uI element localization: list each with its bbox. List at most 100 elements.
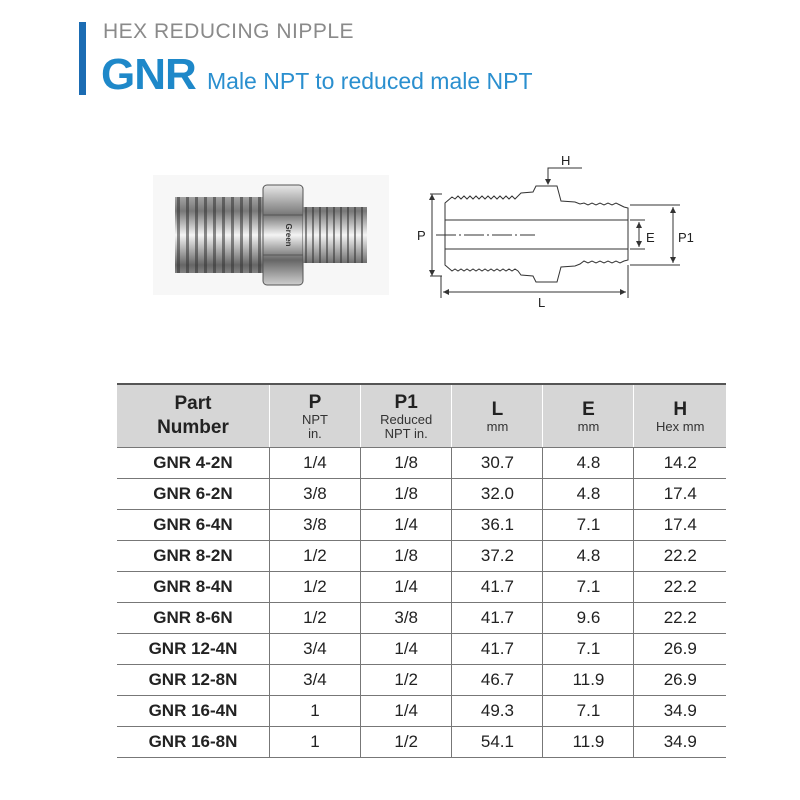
label-p: P xyxy=(417,228,426,243)
table-cell: 1/4 xyxy=(359,633,452,665)
table-cell: 34.9 xyxy=(633,726,726,758)
table-cell: 1/8 xyxy=(359,540,452,572)
table-cell: 4.8 xyxy=(542,540,634,572)
part-number-cell: GNR 4-2N xyxy=(117,447,270,479)
table-cell: 1/2 xyxy=(359,726,452,758)
table-cell: 1/2 xyxy=(268,571,361,603)
table-cell: 36.1 xyxy=(451,509,543,541)
table-cell: 22.2 xyxy=(633,602,726,634)
table-cell: 26.9 xyxy=(633,633,726,665)
part-number-cell: GNR 8-4N xyxy=(117,571,270,603)
column-header-unit: mm xyxy=(486,418,509,434)
table-cell: 30.7 xyxy=(451,447,543,479)
accent-bar xyxy=(79,22,86,95)
product-description: Male NPT to reduced male NPT xyxy=(207,68,533,94)
table-cell: 3/8 xyxy=(268,478,361,510)
column-header-unit: Hex mm xyxy=(656,418,705,434)
table-cell: 1/8 xyxy=(359,478,452,510)
part-number-cell: GNR 6-4N xyxy=(117,509,270,541)
table-cell: 9.6 xyxy=(542,602,634,634)
label-e: E xyxy=(646,230,655,245)
part-number-cell: GNR 16-4N xyxy=(117,695,270,727)
table-cell: 7.1 xyxy=(542,695,634,727)
part-number-cell: GNR 6-2N xyxy=(117,478,270,510)
table-cell: 54.1 xyxy=(451,726,543,758)
table-cell: 41.7 xyxy=(451,571,543,603)
label-p1: P1 xyxy=(678,230,694,245)
column-header-unit: Reduced NPT in. xyxy=(380,411,433,441)
table-cell: 11.9 xyxy=(542,664,634,696)
table-cell: 1/4 xyxy=(359,571,452,603)
column-header-unit: NPT in. xyxy=(301,411,328,441)
part-number-cell: GNR 8-6N xyxy=(117,602,270,634)
table-cell: 14.2 xyxy=(633,447,726,479)
table-cell: 3/8 xyxy=(359,602,452,634)
table-cell: 37.2 xyxy=(451,540,543,572)
table-cell: 1 xyxy=(268,726,361,758)
table-cell: 1/2 xyxy=(268,602,361,634)
column-header: Part Number xyxy=(117,383,270,448)
table-cell: 1 xyxy=(268,695,361,727)
column-header-unit: mm xyxy=(577,418,600,434)
table-cell: 22.2 xyxy=(633,540,726,572)
column-header-title: H xyxy=(673,398,688,420)
table-cell: 3/4 xyxy=(268,664,361,696)
product-category: HEX REDUCING NIPPLE xyxy=(103,20,355,43)
product-code: GNR xyxy=(101,50,197,99)
table-cell: 7.1 xyxy=(542,571,634,603)
table-cell: 1/2 xyxy=(359,664,452,696)
column-header-title: Part Number xyxy=(157,393,229,438)
part-number-cell: GNR 12-4N xyxy=(117,633,270,665)
table-cell: 1/4 xyxy=(359,509,452,541)
part-number-cell: GNR 16-8N xyxy=(117,726,270,758)
table-cell: 32.0 xyxy=(451,478,543,510)
table-cell: 41.7 xyxy=(451,633,543,665)
table-cell: 49.3 xyxy=(451,695,543,727)
table-cell: 3/4 xyxy=(268,633,361,665)
table-cell: 1/2 xyxy=(268,540,361,572)
table-cell: 41.7 xyxy=(451,602,543,634)
table-cell: 1/4 xyxy=(268,447,361,479)
label-l: L xyxy=(538,295,545,310)
table-cell: 22.2 xyxy=(633,571,726,603)
dimension-drawing: H P E P1 L xyxy=(417,153,694,310)
column-header-title: P xyxy=(308,391,322,413)
table-cell: 17.4 xyxy=(633,478,726,510)
product-photo: Green xyxy=(153,175,389,295)
svg-text:Green: Green xyxy=(284,223,293,246)
table-cell: 26.9 xyxy=(633,664,726,696)
table-cell: 1/4 xyxy=(359,695,452,727)
column-header-title: E xyxy=(582,398,595,420)
table-cell: 17.4 xyxy=(633,509,726,541)
part-number-cell: GNR 8-2N xyxy=(117,540,270,572)
column-header-title: P1 xyxy=(394,391,418,413)
table-cell: 11.9 xyxy=(542,726,634,758)
table-cell: 7.1 xyxy=(542,509,634,541)
column-header-title: L xyxy=(491,398,504,420)
table-cell: 1/8 xyxy=(359,447,452,479)
table-cell: 4.8 xyxy=(542,478,634,510)
part-number-cell: GNR 12-8N xyxy=(117,664,270,696)
label-h: H xyxy=(561,153,570,168)
table-cell: 7.1 xyxy=(542,633,634,665)
table-cell: 34.9 xyxy=(633,695,726,727)
table-cell: 46.7 xyxy=(451,664,543,696)
table-cell: 3/8 xyxy=(268,509,361,541)
table-cell: 4.8 xyxy=(542,447,634,479)
